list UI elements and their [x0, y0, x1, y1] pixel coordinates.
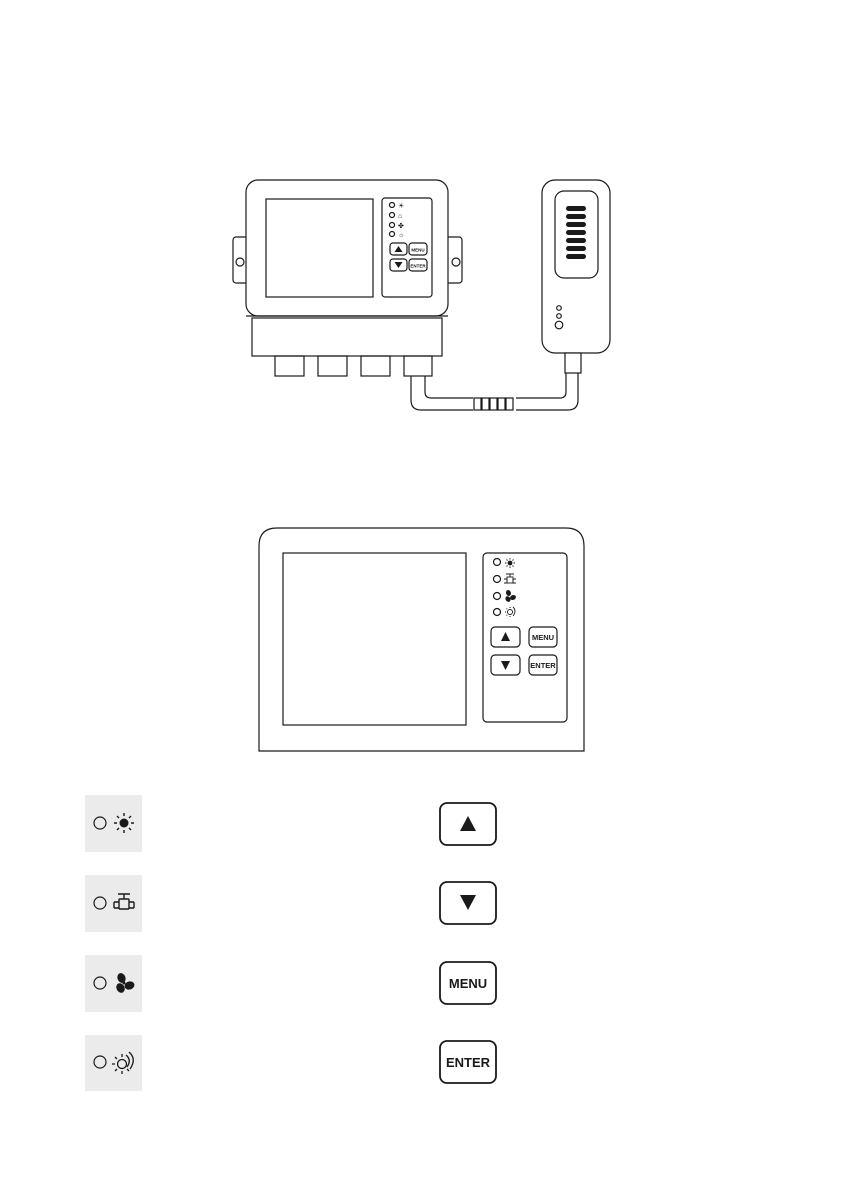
connector-housing: [252, 318, 442, 356]
cable-segment-3: [490, 398, 497, 410]
sensor-slot-6: [566, 246, 586, 251]
small-enter-label: ENTER: [410, 264, 426, 269]
panel-led-fan: [494, 593, 501, 600]
left-mounting-hole: [236, 258, 244, 266]
sensor-slot-3: [566, 222, 586, 227]
small-valve-icon: ⌂: [398, 213, 402, 220]
panel-menu-label: MENU: [532, 633, 554, 642]
panel-fan-icon: [504, 589, 516, 602]
panel-valve-icon: [504, 574, 516, 583]
legend-down-arrow-icon: [460, 895, 476, 910]
panel-down-arrow-icon: [501, 661, 510, 670]
cable-segment-5: [506, 398, 513, 410]
legend-sun-icon: [114, 813, 134, 833]
small-signal-icon: ☼: [398, 232, 404, 239]
front-panel-display: [283, 553, 466, 725]
cable-segment-4: [498, 398, 505, 410]
sensor-cable: [411, 372, 578, 410]
led-legend: [85, 795, 142, 1091]
small-fan-icon: ✤: [398, 222, 404, 230]
sensor-slot-1: [566, 206, 586, 211]
panel-sun-icon: [505, 558, 515, 568]
sensor-body: [542, 180, 610, 353]
controller-unit: ☀ ⌂ ✤ ☼ MENU ENTER: [233, 180, 462, 376]
panel-led-sun: [494, 559, 501, 566]
sensor-slot-2: [566, 214, 586, 219]
sensor-cable-port: [565, 353, 581, 373]
panel-led-signal: [494, 609, 501, 616]
cable-segment-1: [474, 398, 481, 410]
connector-port-2: [318, 356, 347, 376]
panel-up-arrow-icon: [501, 632, 510, 641]
panel-led-valve: [494, 576, 501, 583]
cable-segment-2: [482, 398, 489, 410]
legend-menu-label: MENU: [449, 976, 487, 991]
legend-up-arrow-icon: [460, 816, 476, 831]
connector-port-3: [361, 356, 390, 376]
connector-port-4: [404, 356, 432, 376]
front-panel-control-box: [483, 553, 567, 722]
sensor-slot-5: [566, 238, 586, 243]
legend-enter-label: ENTER: [446, 1055, 491, 1070]
sensor-slot-4: [566, 230, 586, 235]
connector-port-1: [275, 356, 304, 376]
panel-enter-label: ENTER: [530, 661, 556, 670]
front-panel: MENU ENTER: [259, 528, 584, 751]
right-mounting-hole: [452, 258, 460, 266]
panel-signal-icon: [505, 607, 515, 617]
sensor-slot-7: [566, 254, 586, 259]
small-sun-icon: ☀: [398, 202, 404, 210]
small-menu-label: MENU: [411, 248, 424, 253]
button-legend: MENU ENTER: [440, 803, 496, 1083]
sensor-unit: [542, 180, 610, 373]
